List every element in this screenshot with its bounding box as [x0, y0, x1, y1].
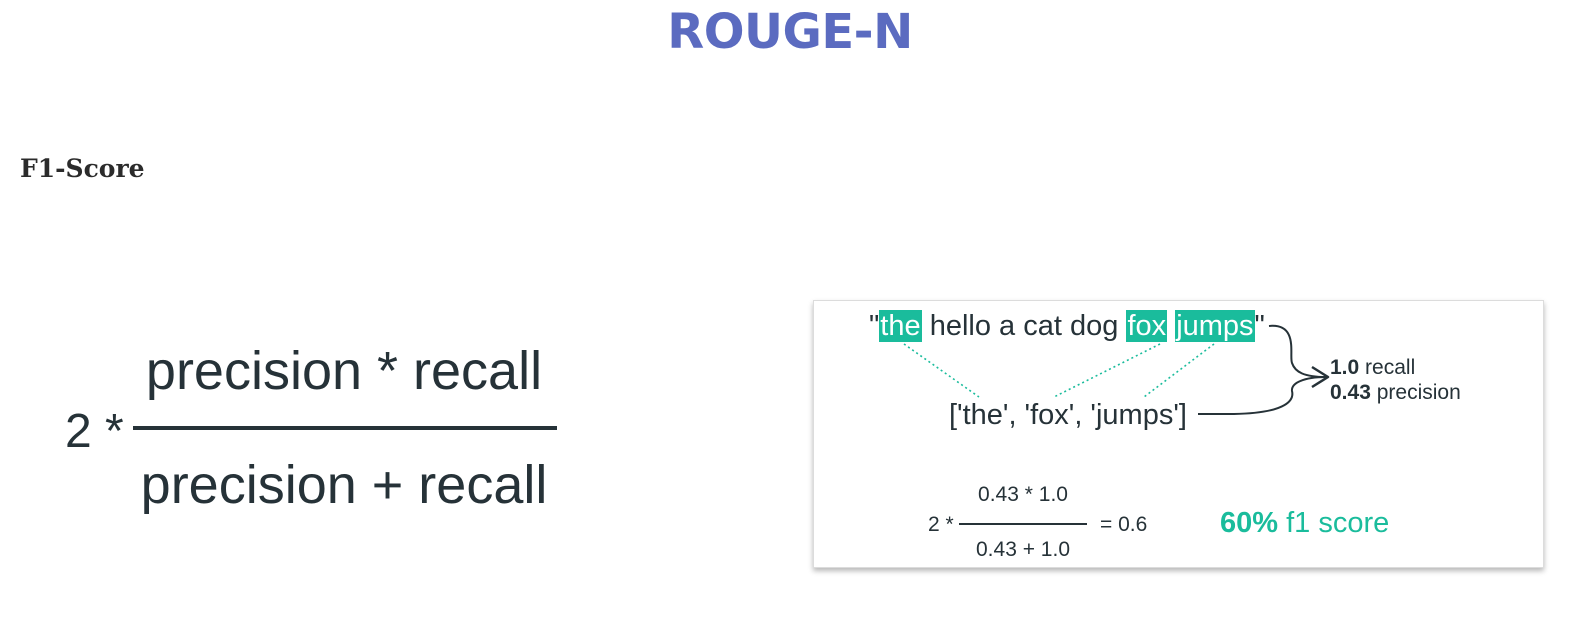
- sentence-word: dog: [1069, 310, 1119, 342]
- f1-percent: 60%: [1220, 507, 1279, 539]
- formula-denominator: precision + recall: [140, 455, 548, 515]
- precision-value: 0.43: [1330, 381, 1371, 404]
- calc-result: = 0.6: [1100, 513, 1148, 536]
- formula-fraction-bar: [133, 426, 557, 430]
- calc-numerator: 0.43 * 1.0: [978, 483, 1068, 506]
- calc-coefficient: 2 *: [928, 513, 954, 536]
- f1-calculation: 2 * 0.43 * 1.0 0.43 + 1.0 = 0.6: [926, 479, 1176, 564]
- formula-coefficient: 2 *: [65, 405, 124, 458]
- f1-label: f1 score: [1286, 507, 1390, 539]
- close-quote: ": [1254, 310, 1265, 342]
- connector-fox: [1053, 343, 1161, 398]
- connector-jumps: [1143, 343, 1215, 398]
- example-card: "the hello a cat dog fox jumps" ['the', …: [813, 300, 1544, 568]
- open-quote: ": [869, 310, 880, 342]
- f1-formula: 2 * precision * recall precision + recal…: [40, 320, 580, 540]
- highlighted-word: jumps: [1175, 310, 1255, 342]
- recall-value: 1.0: [1330, 356, 1360, 379]
- highlighted-word: fox: [1126, 310, 1168, 342]
- connector-the: [903, 343, 980, 398]
- connector-lines: [903, 324, 1330, 415]
- calc-denominator: 0.43 + 1.0: [976, 538, 1070, 561]
- precision-result: 0.43 precision: [1330, 380, 1461, 405]
- f1-score-result: 60% f1 score: [1220, 507, 1389, 540]
- section-heading: F1-Score: [20, 154, 145, 183]
- token-list: ['the', 'fox', 'jumps']: [949, 399, 1187, 431]
- sentence-word: a: [999, 310, 1016, 342]
- bracket-curve-bottom: [1198, 376, 1327, 415]
- example-sentence: "the hello a cat dog fox jumps": [869, 308, 1265, 344]
- recall-label: recall: [1365, 356, 1416, 379]
- arrow-head: [1311, 365, 1330, 389]
- precision-label: precision: [1376, 381, 1461, 404]
- page-title: ROUGE-N: [667, 4, 913, 60]
- formula-numerator: precision * recall: [145, 341, 543, 401]
- highlighted-word: the: [879, 310, 922, 342]
- recall-result: 1.0 recall: [1330, 355, 1415, 380]
- calc-fraction-bar: [959, 523, 1087, 525]
- sentence-word: cat: [1023, 310, 1062, 342]
- bracket-curve-top: [1268, 324, 1327, 378]
- sentence-word: hello: [929, 310, 991, 342]
